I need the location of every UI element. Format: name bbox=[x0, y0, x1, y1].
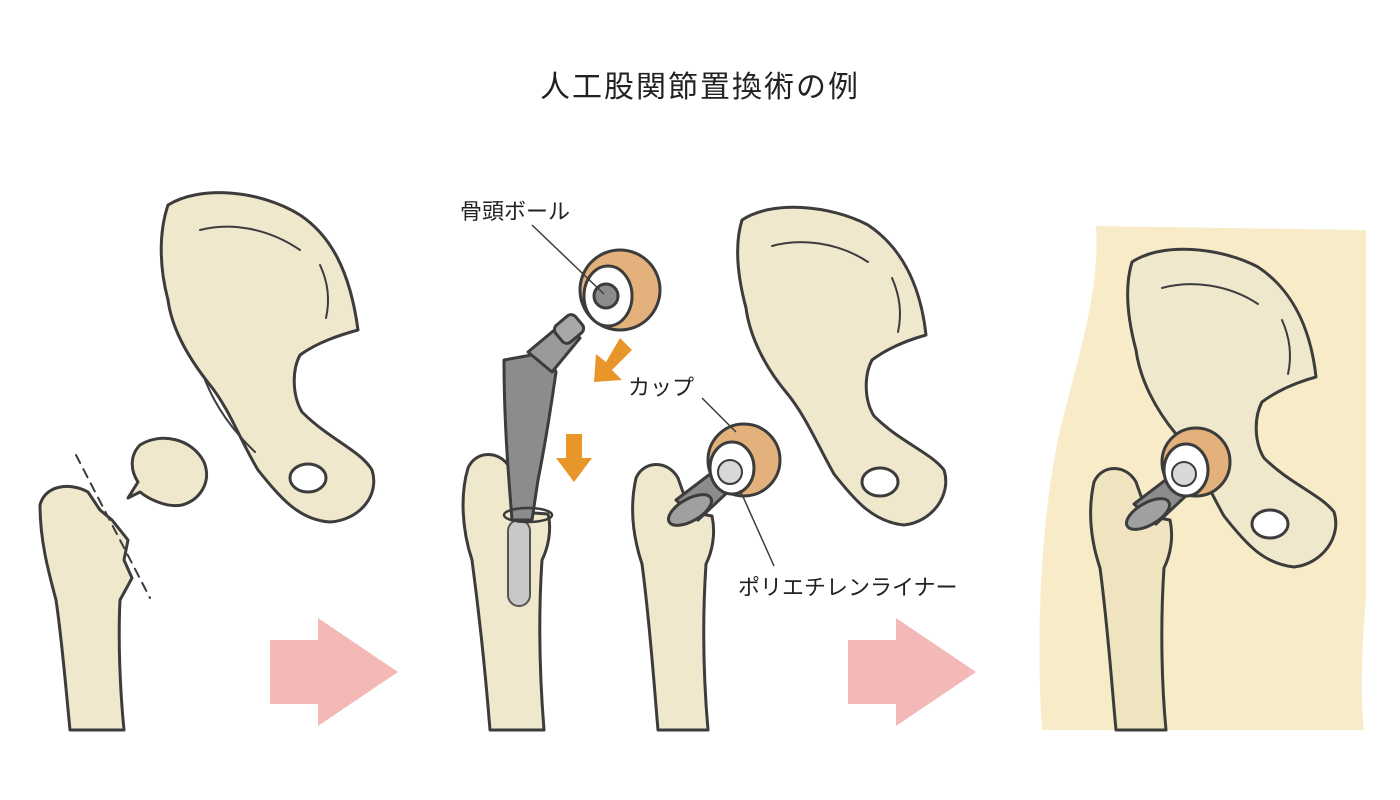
cut-line bbox=[75, 454, 151, 599]
panel-fractured-hip bbox=[38, 191, 376, 732]
panel-cup-liner bbox=[631, 205, 948, 732]
femur-installed bbox=[1089, 467, 1174, 732]
arrow-diagonal-icon bbox=[594, 338, 632, 382]
panel-installed bbox=[1039, 226, 1366, 732]
step-arrow-1 bbox=[270, 618, 398, 726]
broken-femoral-head bbox=[126, 436, 208, 508]
femoral-stem bbox=[502, 350, 558, 522]
label-head-ball: 骨頭ボール bbox=[460, 200, 571, 225]
pelvis-bone-3 bbox=[1126, 247, 1338, 569]
arrow-down-icon bbox=[556, 434, 592, 482]
femur-fractured bbox=[38, 484, 134, 732]
femur-with-stem-2 bbox=[631, 463, 716, 732]
step-arrow-2 bbox=[848, 618, 976, 726]
liner-leader bbox=[739, 489, 775, 567]
page-title: 人工股関節置換術の例 bbox=[540, 70, 860, 105]
cup-leader bbox=[701, 397, 737, 433]
obturator-foramen bbox=[288, 462, 328, 494]
label-cup: カップ bbox=[628, 376, 695, 401]
head-ball-leader bbox=[531, 224, 605, 295]
pelvis-bone-2 bbox=[736, 205, 948, 527]
label-polyethylene-liner: ポリエチレンライナー bbox=[738, 576, 958, 601]
insertion-arrows bbox=[556, 338, 632, 482]
pelvis-bone bbox=[159, 191, 376, 524]
panel-femoral-stem bbox=[461, 248, 662, 732]
